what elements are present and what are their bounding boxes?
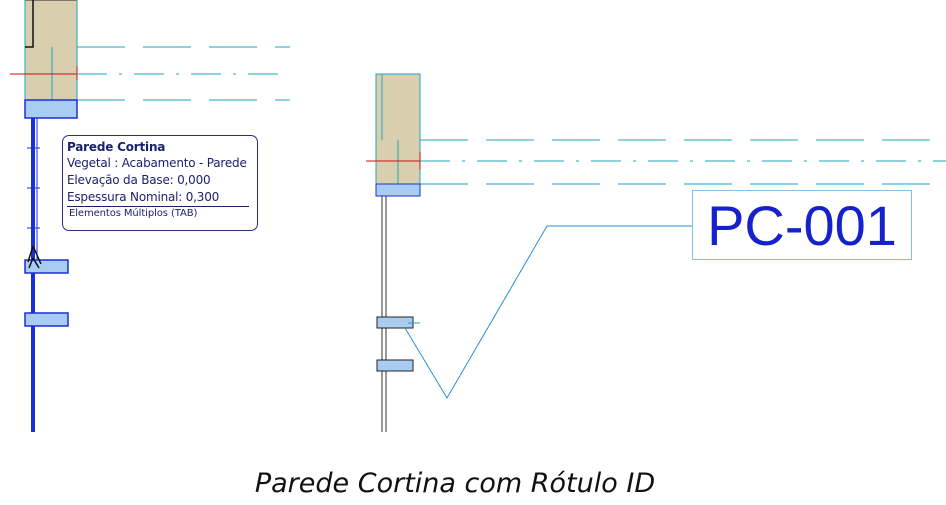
left-mullion-top[interactable] <box>24 99 78 119</box>
cursor-icon <box>27 245 42 269</box>
right-mullion[interactable] <box>376 359 414 372</box>
left-dashed-lines <box>77 46 290 101</box>
element-info-tooltip: Parede Cortina Vegetal : Acabamento - Pa… <box>62 135 258 231</box>
figure-caption: Parede Cortina com Rótulo ID <box>254 468 656 499</box>
tooltip-footer-hint: Elementos Múltiplos (TAB) <box>69 208 198 219</box>
tooltip-title: Parede Cortina <box>67 140 166 154</box>
tooltip-nominal-thickness: Espessura Nominal: 0,300 <box>67 190 220 204</box>
right-mullion[interactable] <box>376 316 414 329</box>
tooltip-type: Vegetal : Acabamento - Parede <box>67 156 247 170</box>
right-curtain-wall[interactable] <box>375 183 421 432</box>
right-mullion-top[interactable] <box>375 183 421 197</box>
id-label-text: PC-001 <box>707 194 897 257</box>
tooltip-divider <box>67 206 249 207</box>
right-dashed-lines <box>420 139 946 185</box>
label-leader-line <box>404 225 692 399</box>
left-wall-section[interactable] <box>10 0 92 101</box>
right-wall-section[interactable] <box>366 73 432 196</box>
id-label-pc-001[interactable]: PC-001 <box>692 190 912 260</box>
left-wall-inner-outline <box>25 0 34 48</box>
tooltip-base-elevation: Elevação da Base: 0,000 <box>67 173 211 187</box>
left-mullion[interactable] <box>24 312 69 327</box>
left-curtain-wall-selected[interactable] <box>24 99 78 432</box>
